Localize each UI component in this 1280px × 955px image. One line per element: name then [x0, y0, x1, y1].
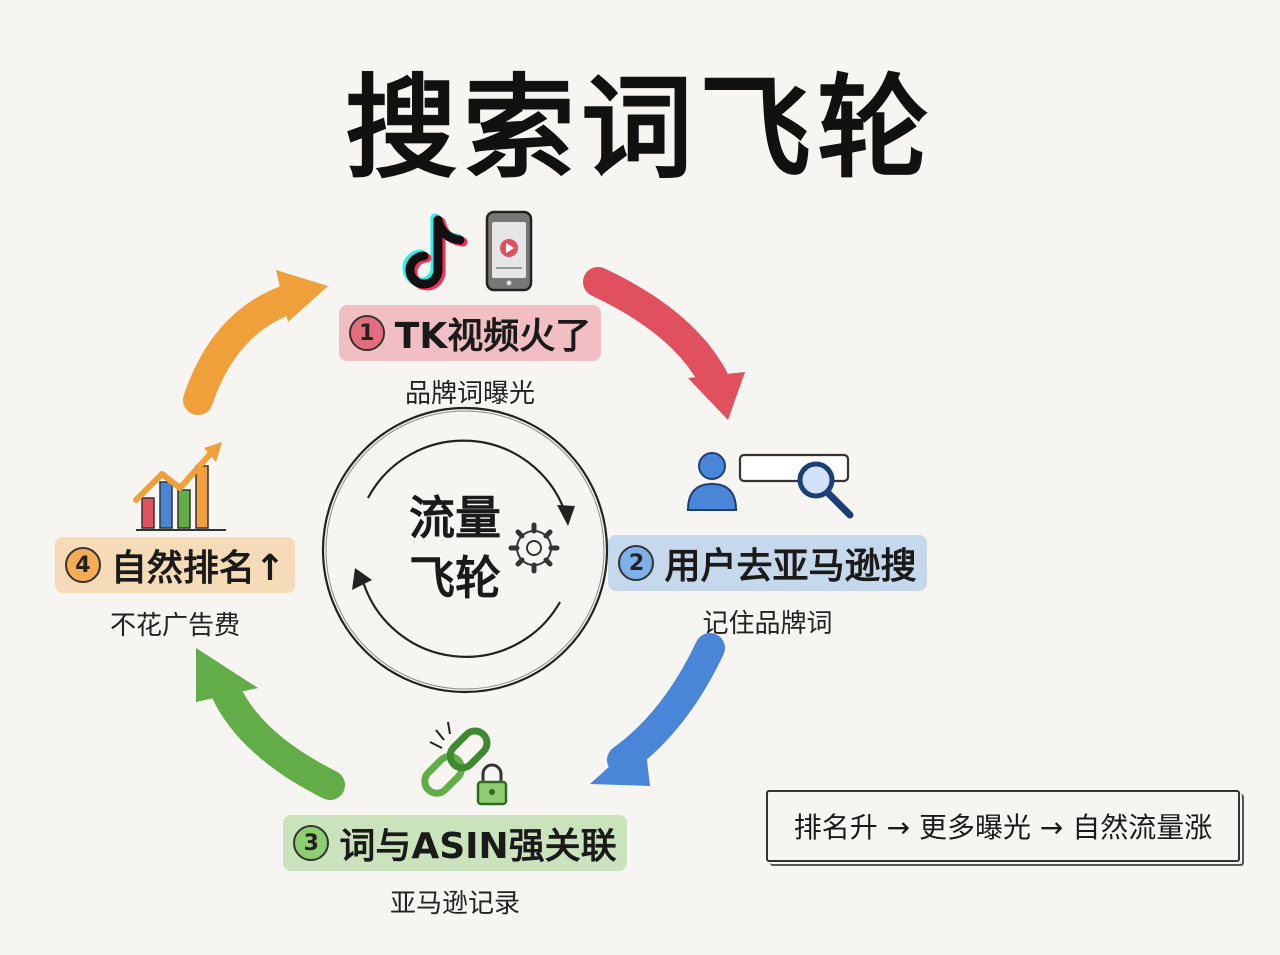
center-label-line2: 飞轮 — [409, 551, 501, 605]
step-1: 1 TK视频火了 品牌词曝光 — [330, 305, 610, 410]
user-icon — [686, 452, 738, 511]
step-3: 3 词与ASIN强关联 亚马逊记录 — [275, 815, 635, 920]
step-2-label: 用户去亚马逊搜 — [664, 546, 917, 587]
arrow-step2-to-step3 — [590, 633, 725, 786]
arrow-step4-to-step1 — [183, 270, 328, 415]
step-4-subtitle: 不花广告费 — [109, 611, 240, 641]
phone-video-icon — [485, 210, 533, 292]
step-2-subtitle: 记住品牌词 — [702, 609, 833, 639]
step-3-heading: 3 词与ASIN强关联 — [283, 815, 627, 871]
center-label-line1: 流量 — [409, 491, 501, 545]
step-2: 2 用户去亚马逊搜 记住品牌词 — [595, 535, 940, 640]
step-4-number: 4 — [64, 547, 101, 583]
step-3-number: 3 — [293, 825, 330, 861]
step-2-heading: 2 用户去亚马逊搜 — [608, 535, 927, 591]
arrow-step1-to-step2 — [583, 267, 745, 420]
spark-lines — [429, 721, 451, 749]
growth-chart-icon — [133, 442, 226, 531]
step-1-subtitle: 品牌词曝光 — [404, 379, 535, 409]
magnifier-icon — [797, 461, 854, 519]
step-1-number: 1 — [348, 315, 385, 351]
inner-cycle — [321, 406, 609, 694]
page-title: 搜索词飞轮 — [345, 64, 935, 194]
step-3-subtitle: 亚马逊记录 — [389, 889, 520, 919]
gear-icon — [508, 522, 560, 574]
arrow-step3-to-step4 — [196, 648, 345, 800]
step-4-label: 自然排名↑ — [110, 548, 286, 589]
step-1-heading: 1 TK视频火了 — [338, 305, 602, 361]
step-1-label: TK视频火了 — [394, 316, 592, 357]
lock-icon — [476, 763, 508, 806]
center-label: 流量 飞轮 — [390, 488, 520, 608]
summary-note: 排名升 → 更多曝光 → 自然流量涨 — [766, 790, 1240, 862]
step-4: 4 自然排名↑ 不花广告费 — [50, 537, 300, 642]
step-2-number: 2 — [618, 545, 655, 581]
step-4-heading: 4 自然排名↑ — [54, 537, 296, 593]
link-icon — [421, 727, 491, 797]
tiktok-icon — [402, 213, 468, 291]
step-3-label: 词与ASIN强关联 — [339, 826, 617, 867]
